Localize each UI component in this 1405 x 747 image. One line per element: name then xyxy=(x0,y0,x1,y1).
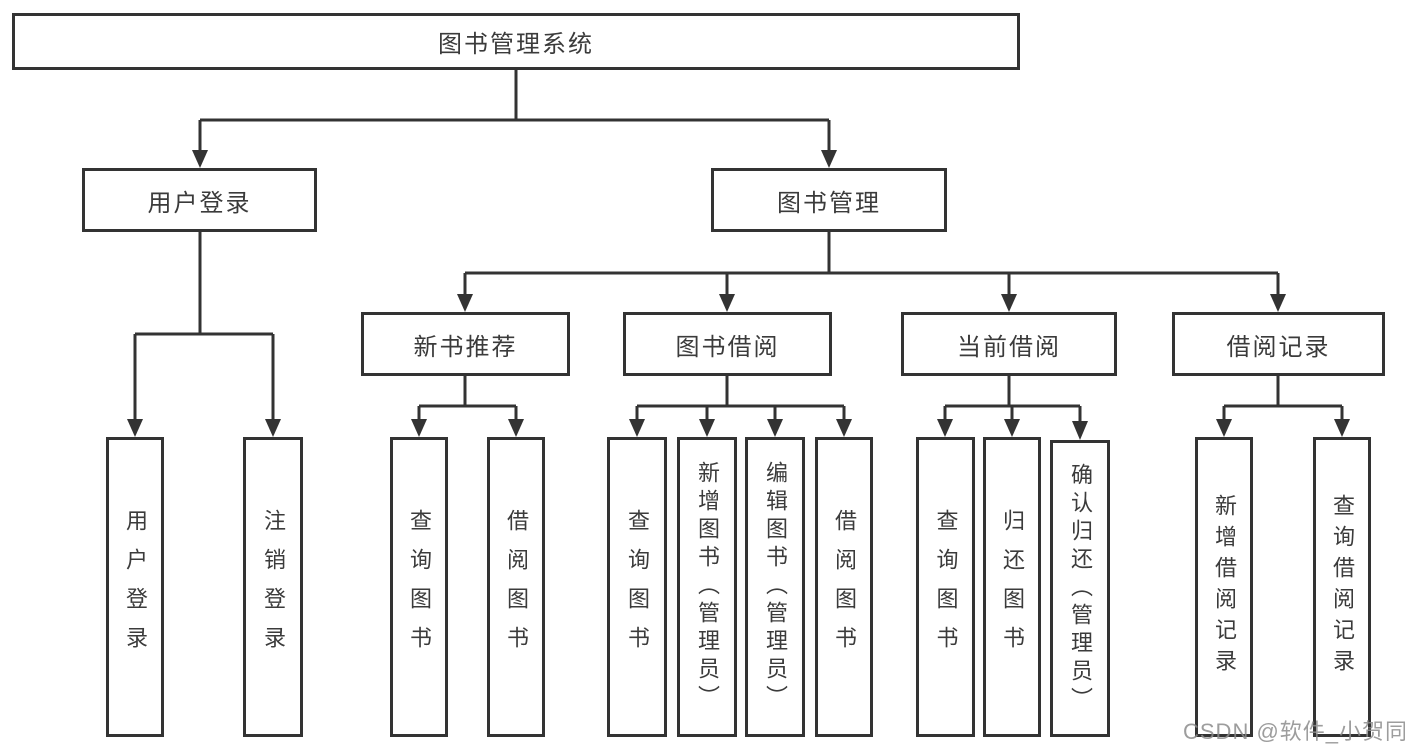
leaf-return-book-label: 归还图书 xyxy=(1000,509,1025,665)
leaf-add-borrow-record: 新增借阅记录 xyxy=(1195,437,1253,737)
leaf-edit-book-admin: 编辑图书（管理员） xyxy=(745,437,805,737)
leaf-confirm-return-admin: 确认归还（管理员） xyxy=(1050,440,1110,737)
node-current-borrow-label: 当前借阅 xyxy=(957,333,1061,361)
node-current-borrow: 当前借阅 xyxy=(901,312,1117,376)
node-book-borrow: 图书借阅 xyxy=(623,312,832,376)
leaf-logout: 注销登录 xyxy=(243,437,303,737)
leaf-query-book-3: 查询图书 xyxy=(916,437,975,737)
leaf-query-book-3-label: 查询图书 xyxy=(933,509,959,665)
node-new-book-recommend: 新书推荐 xyxy=(361,312,570,376)
node-borrow-record-label: 借阅记录 xyxy=(1226,333,1331,361)
node-user-login-label: 用户登录 xyxy=(147,189,252,217)
leaf-borrow-book-2-label: 借阅图书 xyxy=(832,509,857,665)
leaf-return-book: 归还图书 xyxy=(983,437,1041,737)
leaf-user-login-label: 用户登录 xyxy=(123,509,148,665)
node-book-management-label: 图书管理 xyxy=(777,189,881,217)
leaf-query-book-2: 查询图书 xyxy=(607,437,667,737)
leaf-edit-book-admin-label: 编辑图书（管理员） xyxy=(763,461,788,713)
leaf-add-book-admin-label: 新增图书（管理员） xyxy=(695,461,720,713)
node-book-management: 图书管理 xyxy=(711,168,947,232)
leaf-query-borrow-record: 查询借阅记录 xyxy=(1313,437,1371,737)
leaf-add-borrow-record-label: 新增借阅记录 xyxy=(1212,494,1237,680)
leaf-query-book-1: 查询图书 xyxy=(390,437,448,737)
leaf-query-book-1-label: 查询图书 xyxy=(407,509,432,665)
csdn-watermark: CSDN @软件_小贺同学 xyxy=(1183,719,1405,744)
node-root-label: 图书管理系统 xyxy=(438,31,594,58)
node-new-book-recommend-label: 新书推荐 xyxy=(413,333,518,361)
node-borrow-record: 借阅记录 xyxy=(1172,312,1385,376)
node-root: 图书管理系统 xyxy=(12,13,1020,70)
leaf-borrow-book-2: 借阅图书 xyxy=(815,437,873,737)
leaf-query-book-2-label: 查询图书 xyxy=(625,509,650,665)
leaf-add-book-admin: 新增图书（管理员） xyxy=(677,437,737,737)
leaf-query-borrow-record-label: 查询借阅记录 xyxy=(1330,494,1355,680)
leaf-confirm-return-admin-label: 确认归还（管理员） xyxy=(1068,462,1093,715)
leaf-borrow-book-1-label: 借阅图书 xyxy=(504,509,529,665)
leaf-user-login: 用户登录 xyxy=(106,437,164,737)
leaf-logout-label: 注销登录 xyxy=(261,509,286,665)
node-user-login: 用户登录 xyxy=(82,168,317,232)
leaf-borrow-book-1: 借阅图书 xyxy=(487,437,545,737)
node-book-borrow-label: 图书借阅 xyxy=(675,333,780,361)
